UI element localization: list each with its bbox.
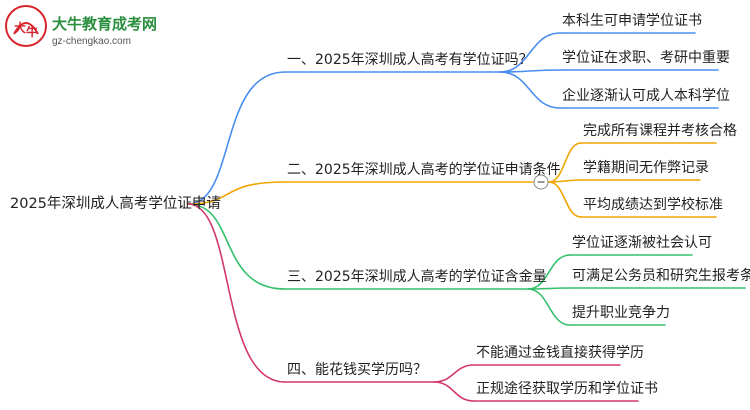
logo-badge-icon: [5, 5, 47, 47]
branch-1-label: 一、2025年深圳成人高考有学位证吗？: [287, 52, 533, 68]
minus-circle-icon: [533, 174, 549, 190]
branch-2-child-3: 平均成绩达到学校标准: [583, 197, 723, 213]
branch-2-child-1-connector: [548, 142, 582, 183]
branch-3-child-1-connector: [527, 254, 571, 290]
branch-3-child-1: 学位证逐渐被社会认可: [572, 235, 712, 251]
logo-title: 大牛教育成考网: [52, 15, 158, 33]
branch-1-connector: [187, 71, 286, 205]
branch-1-child-1-connector: [499, 32, 561, 73]
site-logo: 大 牛 大牛教育成考网 gz-chengkao.com: [4, 4, 164, 50]
branch-2-label: 二、2025年深圳成人高考的学位证申请条件: [287, 162, 561, 178]
branch-3-child-3: 提升职业竞争力: [572, 305, 670, 321]
branch-2-child-3-connector: [548, 181, 582, 218]
branch-3-connector: [187, 203, 286, 290]
mindmap-root: 2025年深圳成人高考学位证申请: [10, 196, 221, 212]
branch-4-child-1: 不能通过金钱直接获得学历: [476, 345, 644, 361]
branch-3-child-2: 可满足公务员和研究生报考条件: [572, 268, 750, 284]
logo-mark-char-1: 大: [14, 21, 27, 35]
branch-3-label: 三、2025年深圳成人高考的学位证含金量: [287, 269, 547, 285]
branch-2-child-1: 完成所有课程并考核合格: [583, 123, 737, 139]
collapse-toggle[interactable]: [533, 174, 549, 190]
branch-1-child-3-connector: [499, 71, 561, 109]
branch-4-child-2: 正规途径获取学历和学位证书: [476, 381, 658, 397]
branch-4-label: 四、能花钱买学历吗？: [287, 362, 427, 378]
branch-4-child-2-connector: [433, 381, 475, 402]
branch-1-child-1: 本科生可申请学位证书: [562, 13, 702, 29]
branch-4-connector: [187, 203, 286, 383]
branch-1-child-2: 学位证在求职、考研中重要: [562, 50, 730, 66]
logo-url: gz-chengkao.com: [52, 36, 131, 47]
branch-1-child-3: 企业逐渐认可成人本科学位: [562, 88, 730, 104]
branch-4-child-1-connector: [433, 364, 475, 383]
branch-3-child-3-connector: [527, 288, 571, 326]
branch-2-connector: [187, 181, 286, 205]
logo-mark-char-2: 牛: [26, 25, 39, 39]
branch-2-child-2: 学籍期间无作弊记录: [583, 160, 709, 176]
